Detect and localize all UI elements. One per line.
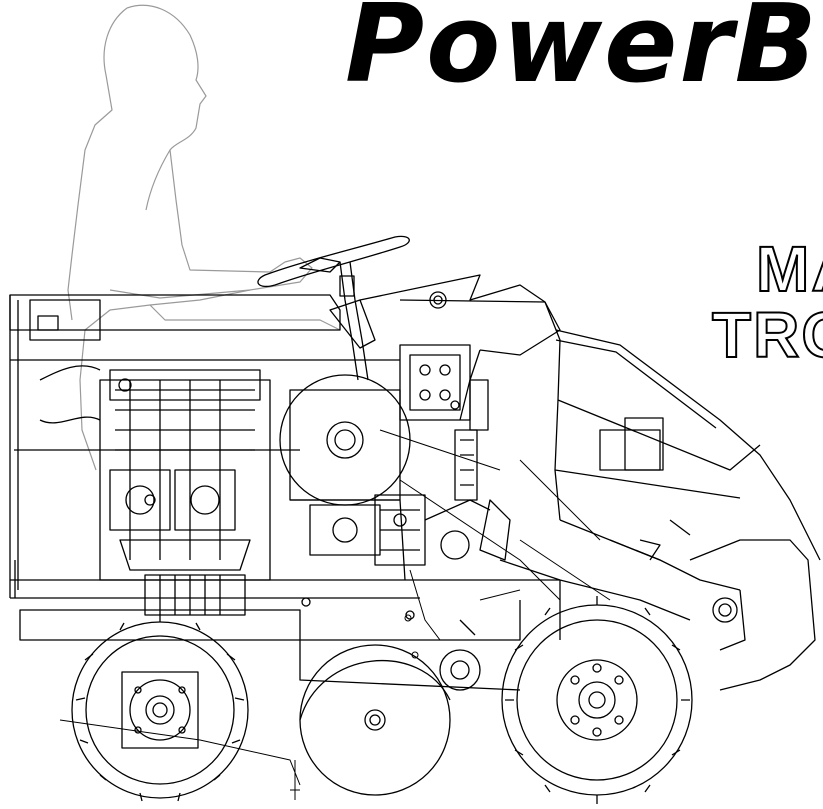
front-wheel — [501, 596, 693, 804]
title-line-2: TRO — [711, 298, 823, 372]
operator-figure — [67, 4, 341, 471]
engine-block — [39, 365, 271, 616]
gauge — [429, 291, 447, 309]
rear-wheel — [71, 614, 249, 802]
drive-drum — [279, 374, 411, 581]
fittings — [301, 597, 738, 636]
title-line-1: MA — [755, 232, 823, 306]
linkages — [59, 429, 611, 800]
brand-wordmark: PowerB — [345, 0, 819, 107]
drum-roller — [299, 644, 481, 796]
machine-frame — [9, 274, 821, 691]
valve-block — [399, 344, 489, 501]
